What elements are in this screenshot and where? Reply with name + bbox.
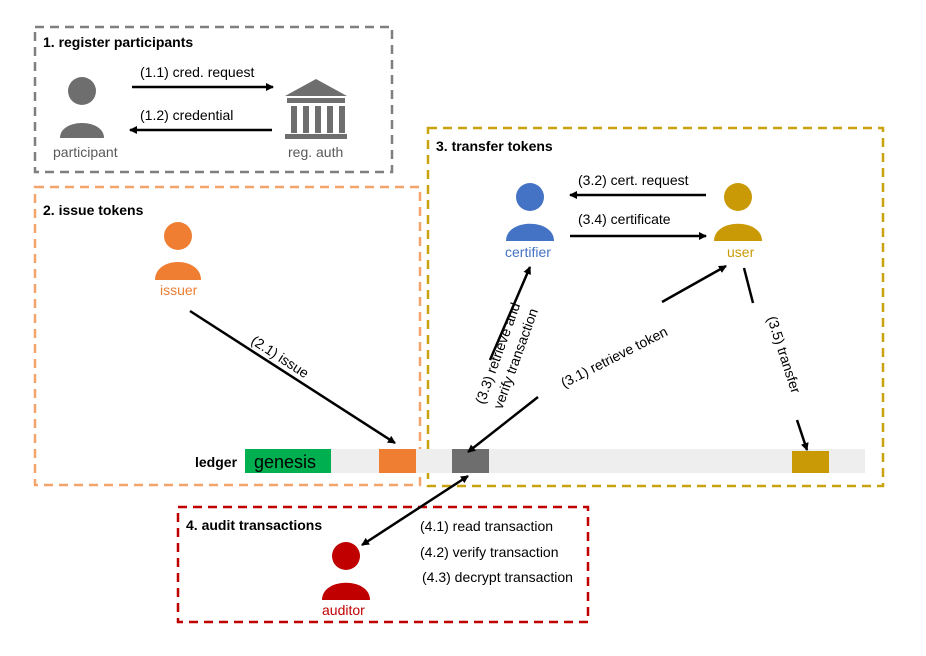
ledger-label: ledger	[195, 454, 238, 470]
retrieve-verify-arrow	[488, 266, 532, 361]
person-icon	[506, 183, 554, 241]
auditor-label: auditor	[322, 602, 365, 618]
step-2-1-label: (2.1) issue	[248, 332, 312, 381]
reg-auth-label: reg. auth	[288, 144, 343, 160]
participant-label: participant	[53, 144, 118, 160]
person-icon	[322, 542, 370, 600]
step-3-1-label: (3.1) retrieve token	[558, 323, 670, 391]
genesis-block	[245, 449, 331, 473]
step-3-5-label: (3.5) transfer	[764, 314, 804, 395]
step-4-1-label: (4.1) read transaction	[420, 518, 553, 534]
issuer-label: issuer	[160, 282, 198, 298]
transfer-arrow-upper	[742, 267, 755, 304]
genesis-label: genesis	[254, 452, 316, 472]
retrieve-token-arrow	[467, 396, 539, 453]
certifier-label: certifier	[505, 244, 551, 260]
person-icon	[714, 183, 762, 241]
step-3-4-label: (3.4) certificate	[578, 211, 671, 227]
audit-arrow	[361, 474, 469, 547]
step-4-3-label: (4.3) decrypt transaction	[422, 569, 573, 585]
transfer-tokens-title: 3. transfer tokens	[436, 138, 553, 154]
user-label: user	[727, 244, 755, 260]
transferred-token-block	[792, 451, 829, 473]
step-1-2-label: (1.2) credential	[140, 107, 233, 123]
issue-tokens-title: 2. issue tokens	[43, 202, 144, 218]
step-4-2-label: (4.2) verify transaction	[420, 544, 559, 560]
issue-arrow	[189, 309, 396, 445]
ledger-track	[245, 449, 865, 473]
person-icon	[60, 77, 104, 138]
issue-tokens-box	[33, 185, 422, 487]
register-participants-box	[33, 25, 394, 174]
transfer-tokens-box	[426, 126, 885, 488]
retrieved-token-block	[452, 449, 489, 473]
transfer-arrow	[795, 419, 809, 451]
person-icon	[155, 222, 201, 280]
step-1-1-label: (1.1) cred. request	[140, 64, 254, 80]
issued-token-block	[379, 449, 416, 473]
audit-transactions-box	[176, 505, 590, 624]
bank-icon	[285, 79, 347, 139]
register-participants-title: 1. register participants	[43, 34, 193, 50]
retrieve-token-arrow-upper	[661, 264, 727, 304]
audit-transactions-title: 4. audit transactions	[186, 517, 322, 533]
step-3-2-label: (3.2) cert. request	[578, 172, 689, 188]
